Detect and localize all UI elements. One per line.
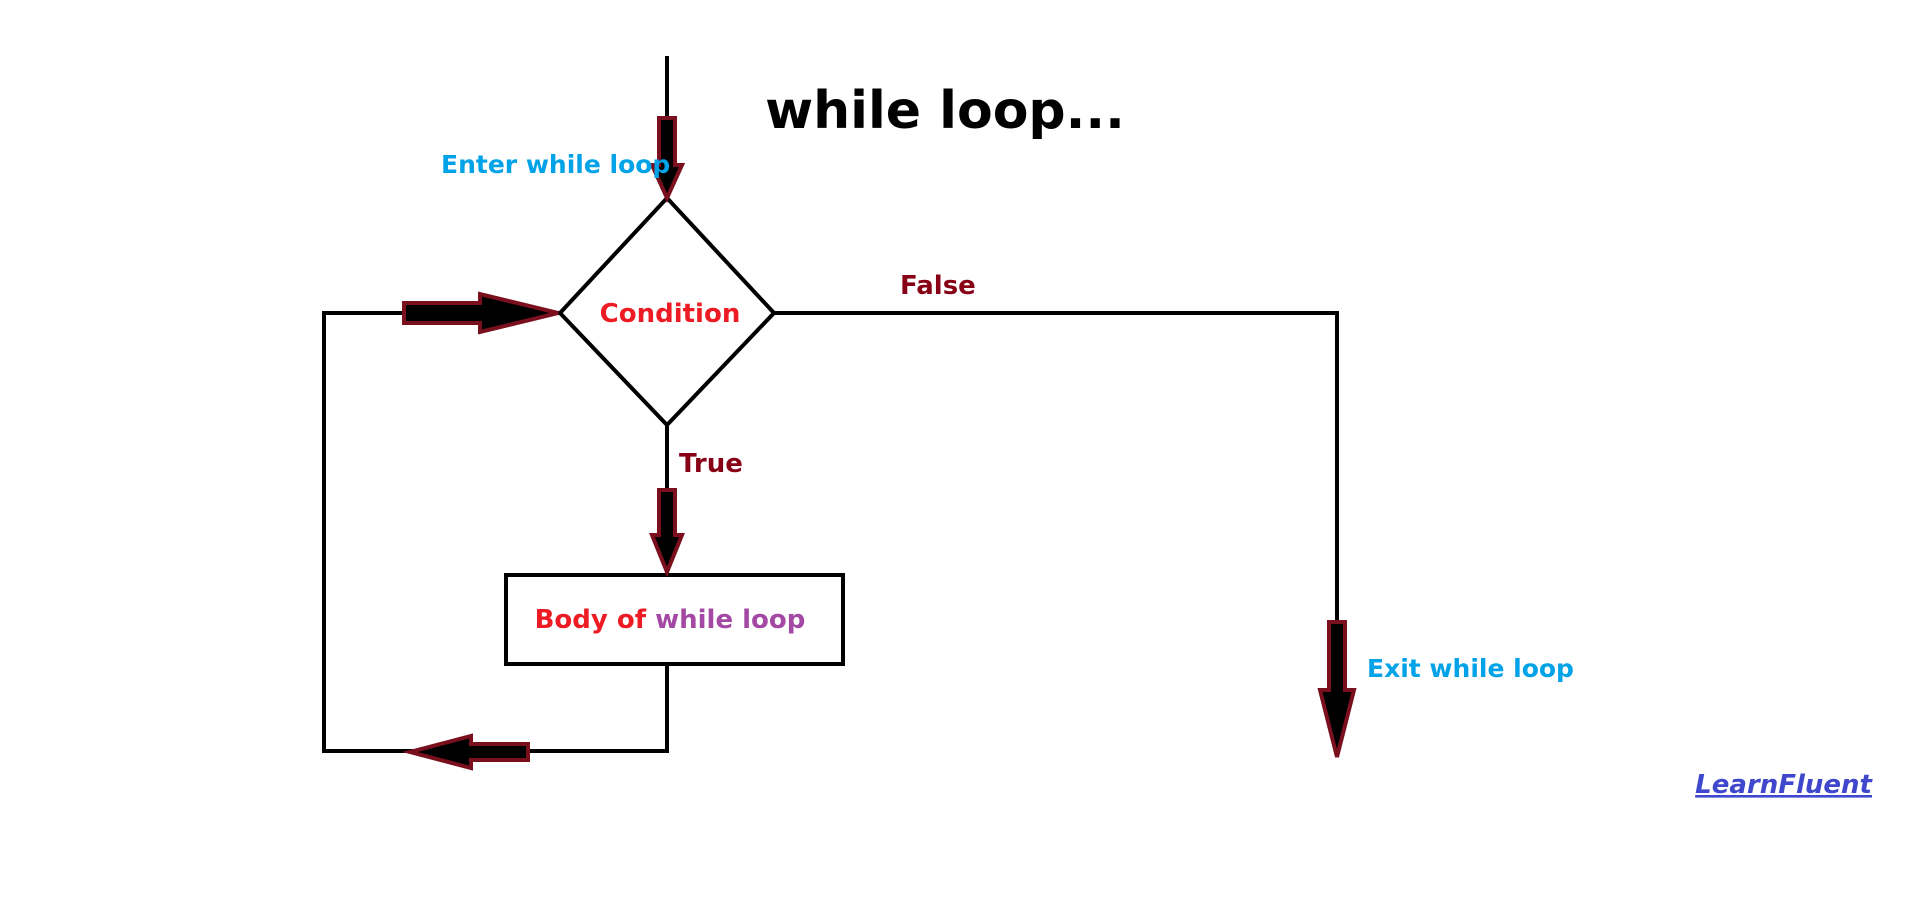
loop-back-arrow: [402, 733, 530, 771]
entry-arrow: [648, 116, 686, 203]
false-label: False: [900, 271, 976, 301]
true-arrow: [649, 488, 685, 578]
flow-arrows: [402, 116, 1357, 771]
condition-diamond: [557, 195, 777, 428]
body-box: [504, 573, 845, 666]
condition-label: Condition: [600, 299, 741, 329]
brand-link[interactable]: LearnFluent: [1695, 770, 1873, 800]
body-label-part1: Body of: [535, 605, 656, 635]
body-label: Body of while loop: [535, 605, 806, 635]
exit-arrow: [1317, 620, 1357, 758]
true-label: True: [679, 449, 743, 479]
loop-entry-arrow: [402, 291, 559, 335]
enter-label: Enter while loop: [441, 150, 670, 179]
loop-back-line: [322, 311, 669, 753]
body-label-part2: while loop: [655, 605, 805, 635]
exit-label: Exit while loop: [1367, 654, 1574, 683]
diagram-title: while loop...: [765, 81, 1125, 141]
false-exit-line: [772, 311, 1339, 757]
